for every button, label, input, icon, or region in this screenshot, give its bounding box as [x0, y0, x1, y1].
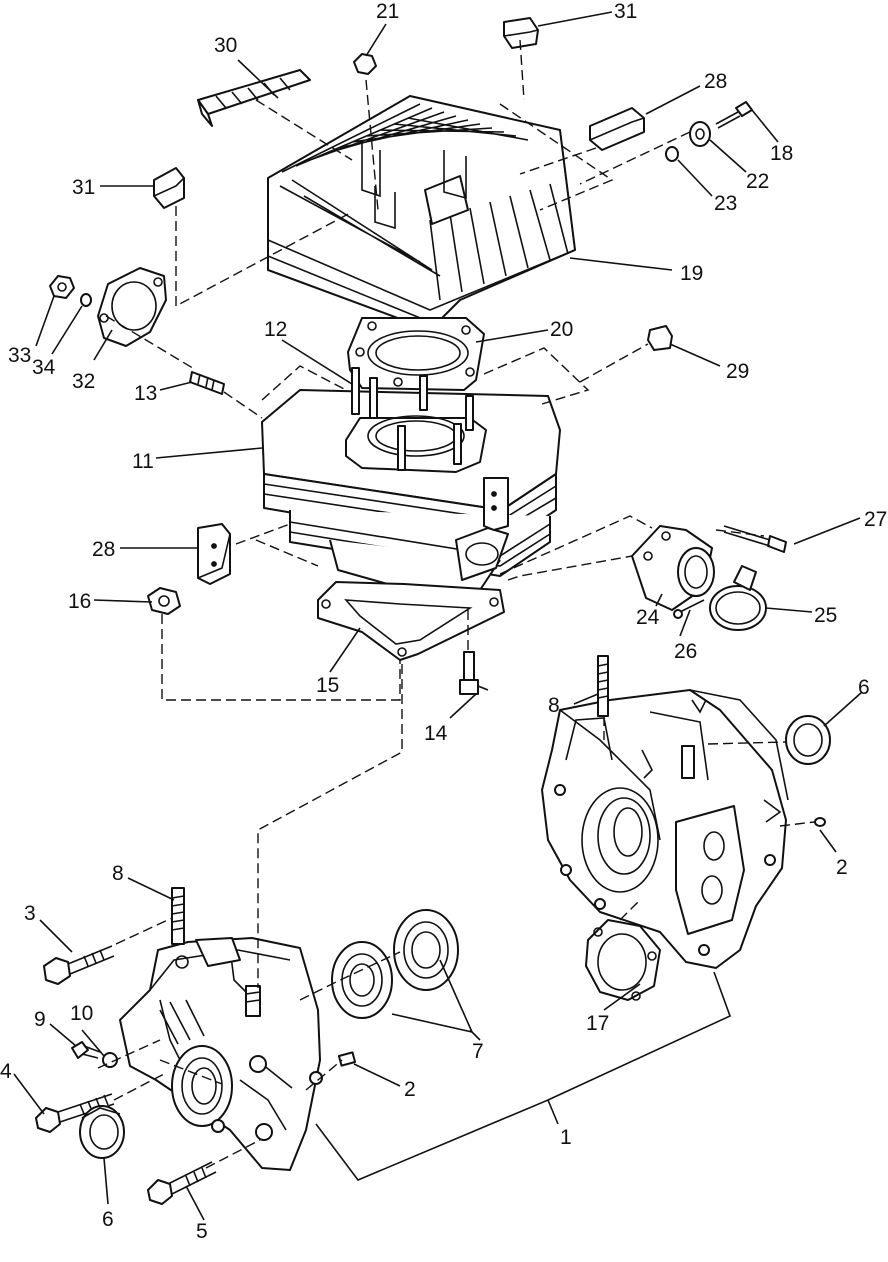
callout-21: 21	[376, 0, 399, 23]
callout-27: 27	[864, 508, 887, 531]
callout-26: 26	[674, 640, 697, 663]
callout-30: 30	[214, 34, 237, 57]
stud-8-left	[171, 887, 185, 945]
bracket-28-left	[197, 523, 231, 585]
callout-2-left: 2	[404, 1078, 416, 1101]
callout-34: 34	[32, 356, 56, 379]
block-29	[647, 325, 673, 351]
bracket-31-left	[153, 167, 185, 209]
dowel-2-right	[814, 817, 826, 827]
bearing-7b	[393, 909, 459, 991]
bracket-28-top	[589, 107, 645, 151]
nut-16	[147, 587, 181, 615]
callout-29: 29	[726, 360, 749, 383]
heat-sink-bar-30	[197, 69, 311, 127]
crankcase-right-half	[541, 689, 789, 969]
callout-32: 32	[72, 370, 95, 393]
nut-33	[49, 275, 75, 299]
callout-4: 4	[0, 1060, 12, 1083]
bearing-7a	[331, 941, 393, 1019]
exhaust-gasket-32	[97, 267, 167, 347]
callout-6-right: 6	[858, 676, 870, 699]
callout-18: 18	[770, 142, 793, 165]
callout-33: 33	[8, 344, 31, 367]
cylinder	[261, 389, 561, 597]
temperature-sensor	[459, 651, 489, 695]
callout-12: 12	[264, 318, 287, 341]
head-gasket	[347, 317, 485, 391]
washer-22	[689, 121, 711, 147]
callout-10: 10	[70, 1002, 93, 1025]
intake-clamp	[709, 565, 767, 631]
nut-21	[353, 53, 377, 75]
callout-2-right: 2	[836, 856, 848, 879]
callout-11: 11	[132, 450, 154, 473]
dowel-right-case	[681, 745, 695, 779]
screw-18	[715, 101, 753, 129]
callout-28-left: 28	[92, 538, 115, 561]
screw-26	[673, 599, 705, 619]
callout-17: 17	[586, 1012, 609, 1035]
cylinder-head	[267, 95, 576, 331]
bracket-31-top	[503, 17, 539, 49]
stud-8-right	[597, 655, 609, 717]
callout-31-left: 31	[72, 176, 95, 199]
callout-24: 24	[636, 606, 660, 629]
base-gasket	[317, 581, 505, 661]
callout-1: 1	[560, 1126, 572, 1149]
bolt-4	[35, 1093, 115, 1133]
crankcase-left-half	[119, 937, 323, 1171]
callout-8-left: 8	[112, 862, 124, 885]
screw-9	[71, 1041, 101, 1059]
bolt-3	[43, 945, 115, 985]
callout-9: 9	[34, 1008, 46, 1031]
callout-31-top: 31	[614, 0, 637, 23]
callout-3: 3	[24, 902, 36, 925]
stud-13	[189, 371, 225, 395]
screw-27	[723, 525, 787, 553]
alignment-lines	[97, 39, 815, 1169]
oil-seal-right	[785, 715, 831, 765]
callout-7: 7	[472, 1040, 484, 1063]
callout-16: 16	[68, 590, 91, 613]
callout-25: 25	[814, 604, 837, 627]
leader-lines	[13, 11, 863, 1221]
callout-19: 19	[680, 262, 703, 285]
dowel-left-case	[245, 985, 261, 1017]
washer-34	[80, 293, 92, 307]
intake-adapter	[631, 525, 715, 611]
callout-8-right: 8	[548, 694, 560, 717]
cylinder-studs	[351, 367, 474, 471]
dowel-2-left	[337, 1051, 357, 1067]
callout-23: 23	[714, 192, 737, 215]
callout-6-left: 6	[102, 1208, 114, 1231]
callout-14: 14	[424, 722, 448, 745]
nut-23	[665, 146, 679, 162]
callout-5: 5	[196, 1220, 208, 1243]
callout-20: 20	[550, 318, 573, 341]
bolt-5	[147, 1161, 217, 1205]
cover-gasket-17	[585, 919, 661, 1001]
callout-22: 22	[746, 170, 769, 193]
callout-13: 13	[134, 382, 157, 405]
oil-seal-left	[79, 1105, 125, 1159]
callout-15: 15	[316, 674, 339, 697]
callout-28-top: 28	[704, 70, 727, 93]
